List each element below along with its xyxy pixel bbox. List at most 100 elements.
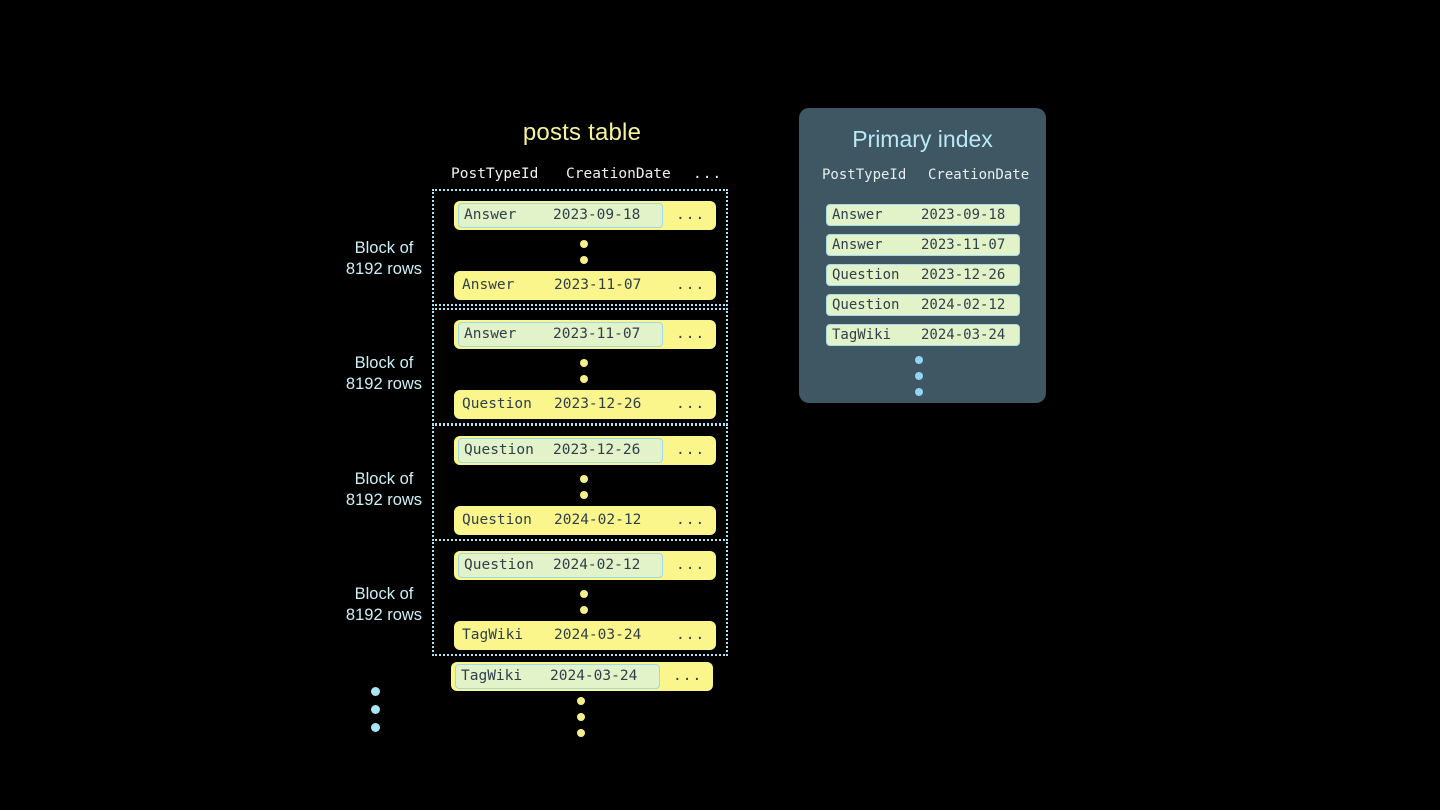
cell-more: ... bbox=[676, 277, 706, 293]
index-row[interactable]: Answer 2023-11-07 bbox=[826, 234, 1020, 256]
key-highlight-chip bbox=[455, 664, 660, 689]
ellipsis-dot bbox=[371, 705, 380, 714]
cell-creationdate: 2023-12-26 bbox=[554, 396, 642, 412]
table-row[interactable]: TagWiki 2024-03-24 ... bbox=[454, 621, 716, 650]
block-1: Answer 2023-09-18 ... Answer 2023-11-07 … bbox=[432, 189, 728, 306]
primary-index-panel: Primary index PostTypeId CreationDate An… bbox=[799, 108, 1046, 403]
table-row[interactable]: Answer 2023-11-07 ... bbox=[454, 271, 716, 300]
cell-posttypeid: Question bbox=[462, 396, 532, 412]
block-label-line2: 8192 rows bbox=[345, 491, 423, 509]
index-row[interactable]: Question 2023-12-26 bbox=[826, 264, 1020, 286]
cell-more: ... bbox=[676, 326, 706, 342]
block-label-line1: Block of bbox=[354, 354, 414, 372]
cell-creationdate: 2023-12-26 bbox=[921, 267, 1006, 283]
table-row[interactable]: Answer 2023-09-18 ... bbox=[454, 201, 716, 230]
ellipsis-dot bbox=[580, 475, 588, 483]
cell-posttypeid: Question bbox=[464, 442, 534, 458]
cell-more: ... bbox=[673, 668, 703, 684]
ellipsis-dot bbox=[915, 372, 923, 380]
block-label-2: Block of 8192 rows bbox=[304, 353, 464, 395]
ellipsis-dot bbox=[915, 356, 923, 364]
table-row[interactable]: Question 2024-02-12 ... bbox=[454, 551, 716, 580]
cell-posttypeid: TagWiki bbox=[832, 327, 892, 343]
primary-index-column-headers: PostTypeId CreationDate bbox=[822, 167, 1030, 185]
cell-posttypeid: Question bbox=[832, 267, 900, 283]
ellipsis-dot bbox=[371, 723, 380, 732]
block-label-line1: Block of bbox=[354, 239, 414, 257]
block-label-line2: 8192 rows bbox=[345, 375, 423, 393]
cell-more: ... bbox=[676, 557, 706, 573]
block-label-line2: 8192 rows bbox=[345, 606, 423, 624]
posts-table-bottom-ellipsis bbox=[577, 697, 585, 745]
cell-posttypeid: Answer bbox=[464, 207, 517, 223]
column-header-posttypeid: PostTypeId bbox=[451, 166, 539, 182]
ellipsis-dot bbox=[580, 590, 588, 598]
block-label-line2: 8192 rows bbox=[345, 260, 423, 278]
block-2: Answer 2023-11-07 ... Question 2023-12-2… bbox=[432, 308, 728, 425]
key-highlight-chip bbox=[458, 203, 663, 228]
block-label-1: Block of 8192 rows bbox=[304, 238, 464, 280]
block-3: Question 2023-12-26 ... Question 2024-02… bbox=[432, 424, 728, 541]
ellipsis-dot bbox=[580, 359, 588, 367]
index-row[interactable]: TagWiki 2024-03-24 bbox=[826, 324, 1020, 346]
ellipsis-dot bbox=[915, 388, 923, 396]
column-header-creationdate: CreationDate bbox=[566, 166, 671, 182]
table-row[interactable]: Question 2023-12-26 ... bbox=[454, 390, 716, 419]
ellipsis-dot bbox=[580, 240, 588, 248]
cell-posttypeid: Answer bbox=[832, 237, 883, 253]
block-label-4: Block of 8192 rows bbox=[304, 584, 464, 626]
cell-creationdate: 2023-11-07 bbox=[553, 326, 641, 342]
ellipsis-dot bbox=[580, 491, 588, 499]
ellipsis-dot bbox=[577, 713, 585, 721]
key-highlight-chip bbox=[458, 438, 663, 463]
block-label-3: Block of 8192 rows bbox=[304, 469, 464, 511]
cell-more: ... bbox=[676, 207, 706, 223]
key-highlight-chip bbox=[458, 322, 663, 347]
ellipsis-dot bbox=[577, 697, 585, 705]
cell-posttypeid: TagWiki bbox=[461, 668, 523, 684]
cell-posttypeid: Question bbox=[464, 557, 534, 573]
cell-posttypeid: Answer bbox=[464, 326, 517, 342]
column-header-creationdate: CreationDate bbox=[928, 167, 1030, 183]
cell-creationdate: 2024-03-24 bbox=[554, 627, 642, 643]
column-header-posttypeid: PostTypeId bbox=[822, 167, 907, 183]
table-row[interactable]: Question 2024-02-12 ... bbox=[454, 506, 716, 535]
cell-creationdate: 2023-11-07 bbox=[921, 237, 1006, 253]
block-4: Question 2024-02-12 ... TagWiki 2024-03-… bbox=[432, 539, 728, 656]
cell-posttypeid: Answer bbox=[462, 277, 515, 293]
primary-index-ellipsis bbox=[915, 356, 923, 404]
cell-posttypeid: TagWiki bbox=[462, 627, 524, 643]
block-label-line1: Block of bbox=[354, 585, 414, 603]
ellipsis-dot bbox=[371, 687, 380, 696]
ellipsis-dot bbox=[580, 375, 588, 383]
block-label-line1: Block of bbox=[354, 470, 414, 488]
cell-more: ... bbox=[676, 396, 706, 412]
cell-creationdate: 2023-09-18 bbox=[921, 207, 1006, 223]
cell-creationdate: 2024-03-24 bbox=[921, 327, 1006, 343]
cell-posttypeid: Question bbox=[832, 297, 900, 313]
block-list-bottom-ellipsis bbox=[371, 687, 380, 741]
cell-creationdate: 2023-12-26 bbox=[553, 442, 641, 458]
cell-creationdate: 2023-09-18 bbox=[553, 207, 641, 223]
posts-table-title: posts table bbox=[522, 119, 642, 146]
key-highlight-chip bbox=[458, 553, 663, 578]
posts-table-column-headers: PostTypeId CreationDate ... bbox=[451, 166, 721, 184]
column-header-more: ... bbox=[693, 166, 723, 182]
ellipsis-dot bbox=[580, 606, 588, 614]
index-row[interactable]: Question 2024-02-12 bbox=[826, 294, 1020, 316]
ellipsis-dot bbox=[580, 256, 588, 264]
primary-index-title: Primary index bbox=[852, 126, 993, 152]
cell-posttypeid: Answer bbox=[832, 207, 883, 223]
cell-more: ... bbox=[676, 627, 706, 643]
table-row-trailing[interactable]: TagWiki 2024-03-24 ... bbox=[451, 662, 713, 691]
table-row[interactable]: Answer 2023-11-07 ... bbox=[454, 320, 716, 349]
cell-creationdate: 2023-11-07 bbox=[554, 277, 642, 293]
index-row[interactable]: Answer 2023-09-18 bbox=[826, 204, 1020, 226]
table-row[interactable]: Question 2023-12-26 ... bbox=[454, 436, 716, 465]
cell-posttypeid: Question bbox=[462, 512, 532, 528]
cell-more: ... bbox=[676, 512, 706, 528]
cell-creationdate: 2024-02-12 bbox=[553, 557, 641, 573]
cell-creationdate: 2024-02-12 bbox=[554, 512, 642, 528]
cell-creationdate: 2024-02-12 bbox=[921, 297, 1006, 313]
